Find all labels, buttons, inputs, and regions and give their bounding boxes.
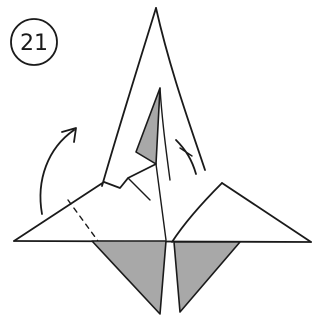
step-number-text: 21 <box>20 31 48 56</box>
right-wing-top-edge <box>222 183 311 242</box>
left-wing-crease <box>156 164 166 240</box>
right-wing <box>172 140 311 242</box>
right-wing-flap-tip-2 <box>180 148 192 156</box>
lower-right-shaded-flap <box>174 242 240 312</box>
left-wing <box>14 164 166 241</box>
lower-left-shaded-flap <box>92 241 166 314</box>
right-wing-flap-tip <box>176 140 196 174</box>
left-wing-inner-flap <box>104 164 156 188</box>
inner-shaded-flap <box>136 88 160 164</box>
left-wing-dashed-fold <box>68 200 98 241</box>
left-wing-mid-line <box>128 178 150 200</box>
curved-arrow-icon <box>40 128 76 214</box>
step-number-badge: 21 <box>11 19 57 65</box>
inner-flap-right-edge <box>160 88 170 180</box>
right-wing-inner-edge <box>172 183 222 242</box>
left-wing-top-edge <box>14 182 104 241</box>
